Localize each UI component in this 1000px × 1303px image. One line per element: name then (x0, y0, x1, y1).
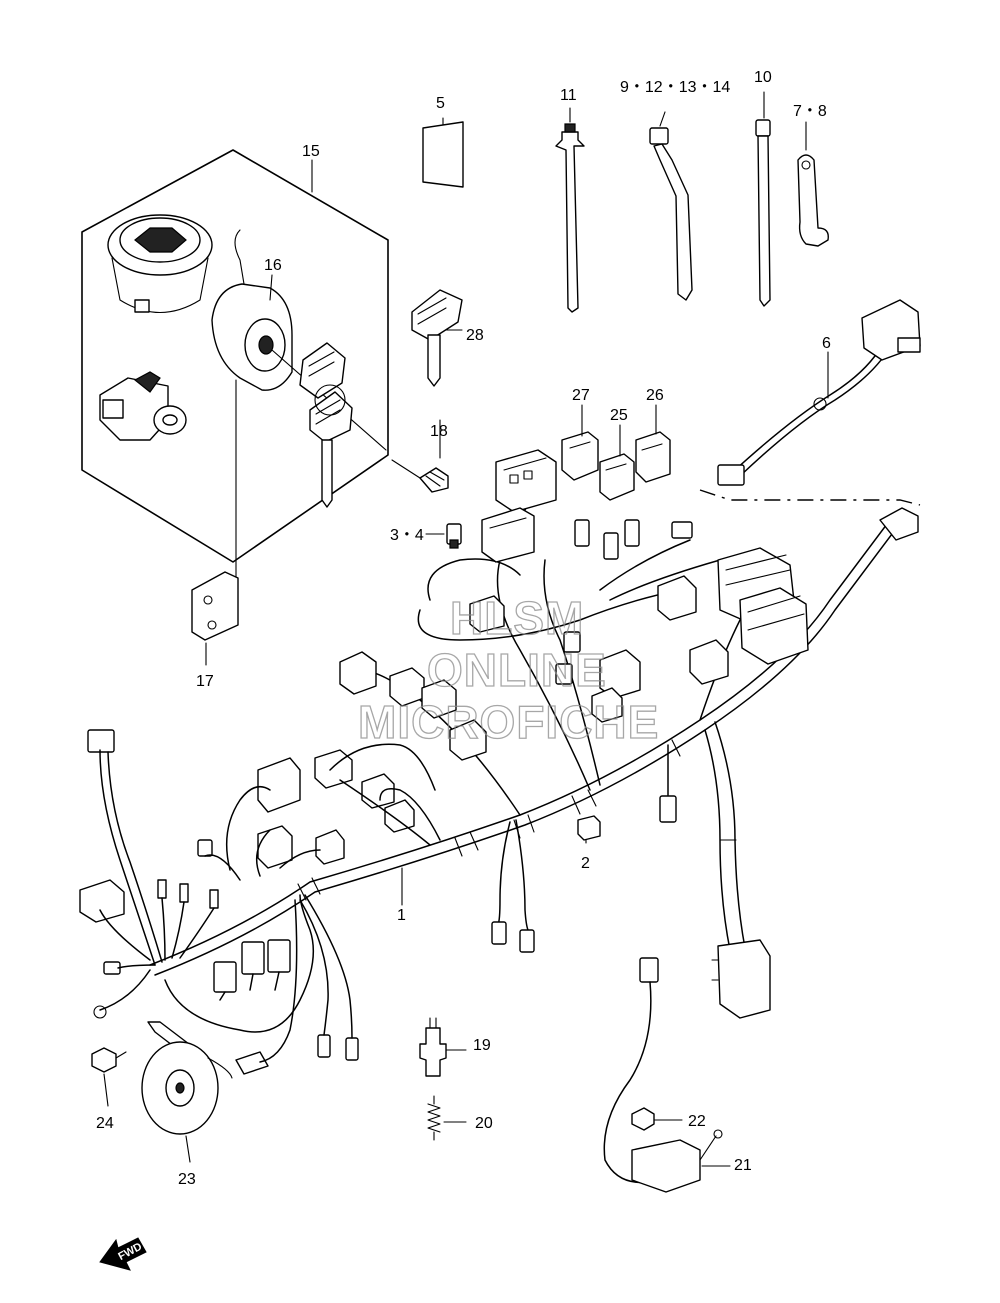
key-plate-17[interactable] (191, 571, 239, 641)
connection-line (699, 489, 921, 506)
callout-11: 11 (560, 87, 577, 104)
callout-1: 1 (397, 907, 406, 924)
relay-27[interactable] (561, 431, 599, 481)
connector-2[interactable] (577, 815, 601, 841)
clamp-11[interactable] (555, 107, 585, 313)
bolt-18[interactable] (391, 459, 449, 493)
sub-harness-6[interactable] (717, 299, 921, 486)
watermark: HLSM ONLINE MICROFICHE (357, 591, 659, 748)
ignition-switch-set[interactable] (81, 149, 389, 621)
horn-23[interactable] (141, 1021, 233, 1135)
relay-25[interactable] (599, 453, 635, 501)
spring-20[interactable] (427, 1095, 467, 1141)
callout-25: 25 (610, 407, 628, 424)
callout-23: 23 (178, 1171, 196, 1188)
callout-22: 22 (688, 1113, 706, 1130)
callout-2: 2 (581, 855, 590, 872)
clamp-7-8[interactable] (797, 121, 829, 247)
band-10[interactable] (755, 91, 771, 307)
watermark-line-2: ONLINE (427, 644, 607, 696)
callout-10: 10 (754, 69, 772, 86)
watermark-line-1: HLSM (450, 592, 584, 644)
relay-26[interactable] (635, 431, 671, 483)
callout-20: 20 (475, 1115, 493, 1132)
watermark-line-3: MICROFICHE (358, 696, 659, 748)
callout-16: 16 (264, 257, 282, 274)
label-5[interactable] (422, 117, 464, 188)
callout-numbers: 1 2 3・4 5 6 7・8 9・12・13・14 10 11 15 16 1… (96, 69, 831, 1188)
callout-7-8: 7・8 (793, 103, 827, 120)
callout-26: 26 (646, 387, 664, 404)
fwd-arrow-icon (99, 1237, 147, 1271)
callout-28: 28 (466, 327, 484, 344)
callout-5: 5 (436, 95, 445, 112)
callout-24: 24 (96, 1115, 114, 1132)
callout-21: 21 (734, 1157, 752, 1174)
callout-27: 27 (572, 387, 590, 404)
main-harness-1[interactable] (79, 449, 919, 1075)
switch-19[interactable] (419, 1017, 467, 1077)
band-9-12-13-14[interactable] (649, 111, 693, 301)
callout-19: 19 (473, 1037, 491, 1054)
fuse-3-4[interactable] (446, 523, 462, 549)
fwd-arrow: FWD (99, 1237, 147, 1271)
callout-3-4: 3・4 (390, 527, 424, 544)
callout-6: 6 (822, 335, 831, 352)
side-stand-switch-21[interactable] (603, 957, 731, 1193)
bolt-24[interactable] (91, 1047, 127, 1073)
key-28[interactable] (411, 289, 463, 387)
callout-15: 15 (302, 143, 320, 160)
callout-9-12-13-14: 9・12・13・14 (620, 79, 730, 96)
bolt-22[interactable] (631, 1107, 683, 1131)
callout-17: 17 (196, 673, 214, 690)
callout-18: 18 (430, 423, 448, 440)
leader-lines (103, 159, 829, 1163)
